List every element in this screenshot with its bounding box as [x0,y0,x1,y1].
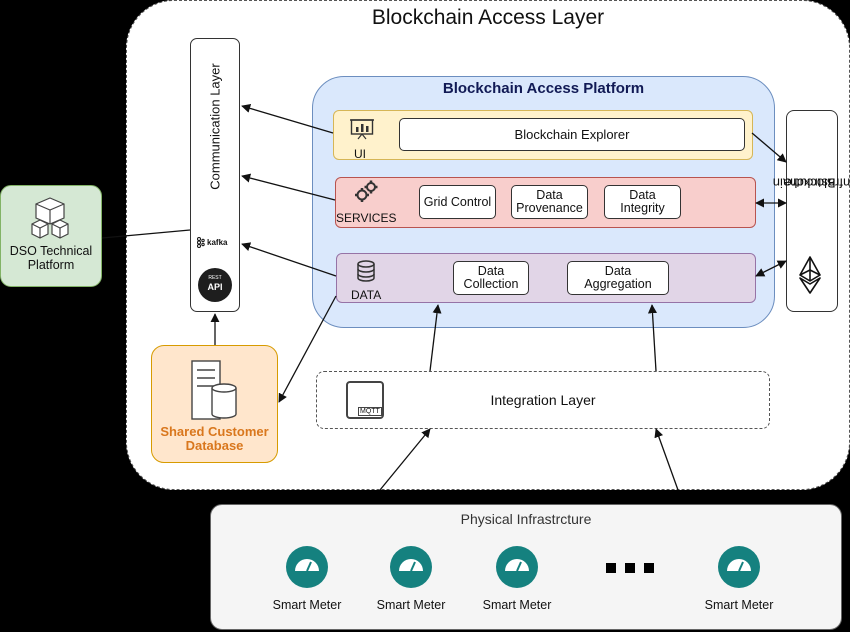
smart-meter-label: Smart Meter [376,598,446,612]
blockchain-explorer-box: Blockchain Explorer [399,118,745,151]
smart-meter-icon [717,545,761,589]
database-icon [357,260,375,282]
server-database-icon [191,360,237,420]
data-label: DATA [351,288,382,302]
kafka-label: kafka [207,237,228,247]
smart-meter-label: Smart Meter [272,598,342,612]
kafka-icon [197,236,205,248]
smart-meter-label: Smart Meter [704,598,774,612]
data-aggregation-box: Data Aggregation [567,261,669,295]
rest-api-icon: REST API [198,268,232,302]
data-collection-box: Data Collection [453,261,529,295]
communication-layer-box [190,38,240,312]
platform-title: Blockchain Access Platform [442,80,645,97]
data-integrity-box: Data Integrity [604,185,681,219]
data-row [336,253,756,303]
dso-label: DSO Technical Platform [9,244,93,272]
integration-layer-label: Integration Layer [490,392,596,408]
blockchain-infrastructure-box [786,110,838,312]
ellipsis-dot [644,563,654,573]
infra-label-line2: Infrastrcutre [784,175,850,190]
ethereum-icon [799,256,821,294]
ellipsis-dot [606,563,616,573]
shared-customer-database-label: Shared Customer Database [160,424,269,453]
gears-icon [355,180,378,202]
communication-layer-label-wrap: Communication Layer [190,38,240,214]
smart-meter-label: Smart Meter [482,598,552,612]
communication-layer-label: Communication Layer [207,62,223,190]
integration-layer-box [316,371,770,429]
kafka-logo: kafka [196,235,236,249]
api-small-label: REST [208,275,222,281]
ui-label: UI [354,147,366,161]
diagram-title: Blockchain Access Layer [371,6,605,29]
dso-technical-platform-box [0,185,102,287]
cubes-icon [31,197,69,239]
ellipsis-dot [625,563,635,573]
services-label: SERVICES [336,211,397,225]
mqtt-icon-label: MQTT [358,407,382,416]
grid-control-box: Grid Control [419,185,496,219]
smart-meter-icon [285,545,329,589]
mqtt-icon: MQTT [346,381,384,419]
data-provenance-box: Data Provenance [511,185,588,219]
physical-infrastructure-title: Physical Infrastrcture [460,511,592,527]
api-big-label: API [207,282,223,292]
smart-meter-icon [389,545,433,589]
presentation-chart-icon [350,119,374,140]
smart-meter-icon [495,545,539,589]
